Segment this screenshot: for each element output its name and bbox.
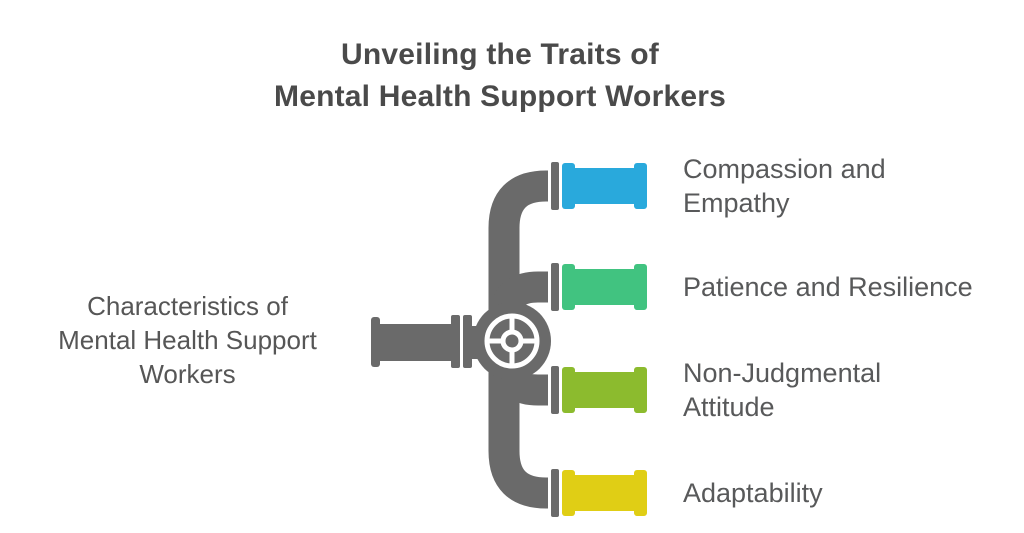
branch-label-nonjudgmental-attitude: Non-Judgmental Attitude xyxy=(683,356,1013,424)
branch-flange-4 xyxy=(551,469,559,517)
spool-flange-right xyxy=(634,367,647,413)
branch-label-line: Adaptability xyxy=(683,478,823,508)
spool-flange-left xyxy=(562,367,575,413)
spool-body xyxy=(572,372,635,408)
pipe-segment-adaptability xyxy=(562,470,647,516)
branch-label-line: Empathy xyxy=(683,188,790,218)
spool-body xyxy=(572,269,635,305)
pipe-branch-top xyxy=(488,170,548,341)
title-line-2: Mental Health Support Workers xyxy=(274,80,726,113)
spool-body xyxy=(572,168,635,204)
inlet-flange-1 xyxy=(451,315,460,368)
branch-label-line: Attitude xyxy=(683,392,775,422)
root-label-line-3: Workers xyxy=(139,359,236,389)
root-label-line-1: Characteristics of xyxy=(87,291,288,321)
branch-label-compassion-empathy: Compassion and Empathy xyxy=(683,152,1013,220)
branch-label-line: Non-Judgmental xyxy=(683,358,882,388)
page-title: Unveiling the Traits of Mental Health Su… xyxy=(0,34,1000,118)
spool-body xyxy=(572,475,635,511)
spool-flange-right xyxy=(634,264,647,310)
pipe-segment-compassion xyxy=(562,163,647,209)
pipe-segment-patience xyxy=(562,264,647,310)
branch-label-line: Patience and Resilience xyxy=(683,272,973,302)
spool-flange-left xyxy=(562,264,575,310)
valve-rim xyxy=(484,313,540,369)
branch-label-patience-resilience: Patience and Resilience xyxy=(683,270,1013,304)
valve-hub xyxy=(500,329,524,353)
branch-flange-3 xyxy=(551,366,559,414)
branch-flange-1 xyxy=(551,162,559,210)
spool-flange-right xyxy=(634,470,647,516)
spool-flange-left xyxy=(562,470,575,516)
title-line-1: Unveiling the Traits of xyxy=(341,38,659,71)
root-label-line-2: Mental Health Support xyxy=(58,325,317,355)
inlet-end-cap xyxy=(371,317,380,367)
pipe-segment-nonjudgmental xyxy=(562,367,647,413)
branch-label-adaptability: Adaptability xyxy=(683,476,1013,510)
pipe-branch-bottom xyxy=(488,341,548,509)
inlet-flange-2 xyxy=(463,315,472,368)
root-label: Characteristics of Mental Health Support… xyxy=(35,289,340,391)
spool-flange-left xyxy=(562,163,575,209)
spool-flange-right xyxy=(634,163,647,209)
branch-label-line: Compassion and xyxy=(683,154,886,184)
branch-flange-2 xyxy=(551,263,559,311)
inlet-pipe-body xyxy=(378,324,451,361)
